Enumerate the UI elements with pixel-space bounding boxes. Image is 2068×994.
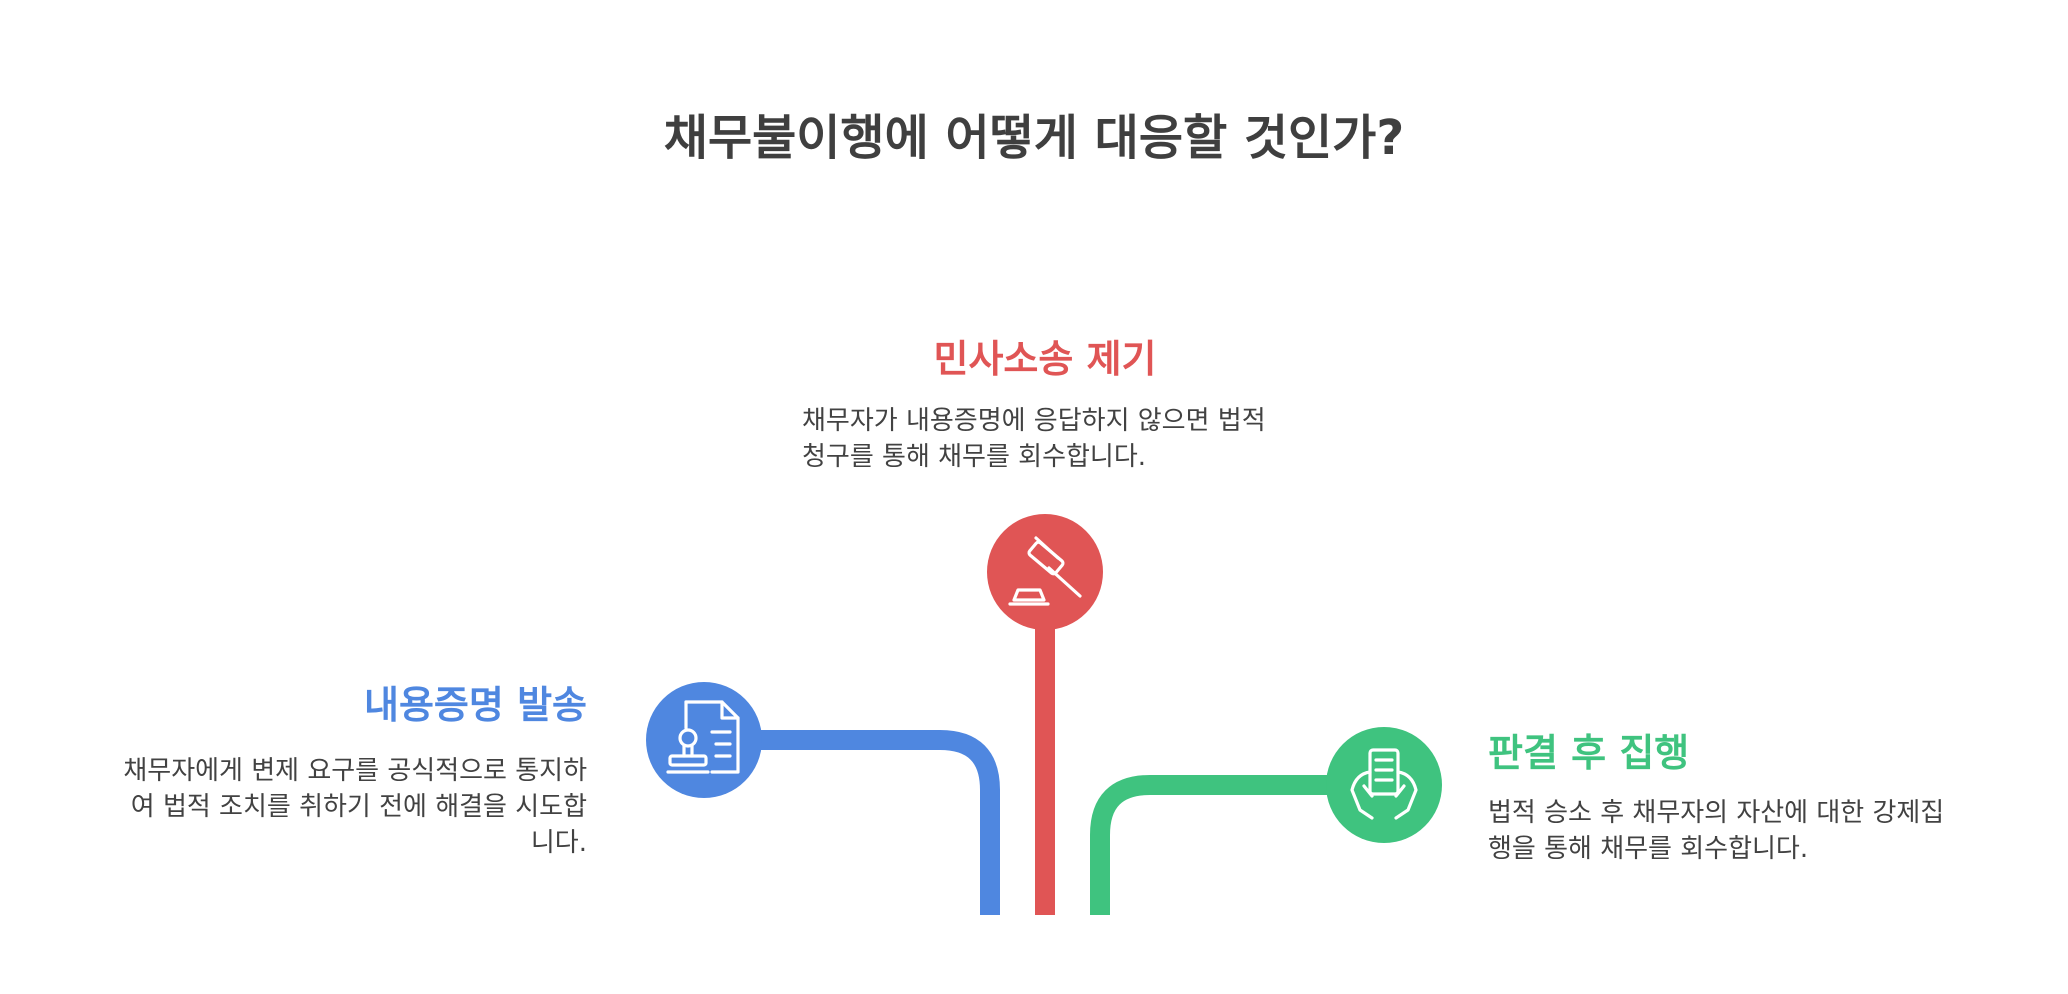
step-desc-lawsuit: 채무자가 내용증명에 응답하지 않으면 법적 청구를 통해 채무를 회수합니다. — [802, 406, 1266, 472]
step-desc-notice: 채무자에게 변제 요구를 공식적으로 통지하여 법적 조치를 취하기 전에 해결… — [123, 756, 587, 858]
green-connector-line — [1090, 775, 1340, 915]
hands-document-icon — [1326, 727, 1442, 843]
step-title-enforcement: 판결 후 집행 — [1488, 731, 1690, 775]
gavel-icon — [987, 514, 1103, 630]
page-title: 채무불이행에 어떻게 대응할 것인가? — [663, 110, 1405, 166]
step-title-notice: 내용증명 발송 — [364, 683, 587, 727]
blue-connector-line — [735, 730, 1000, 915]
stamp-document-icon — [646, 682, 762, 798]
step-desc-enforcement: 법적 승소 후 채무자의 자산에 대한 강제집행을 통해 채무를 회수합니다. — [1488, 798, 1945, 864]
step-title-lawsuit: 민사소송 제기 — [933, 337, 1157, 381]
